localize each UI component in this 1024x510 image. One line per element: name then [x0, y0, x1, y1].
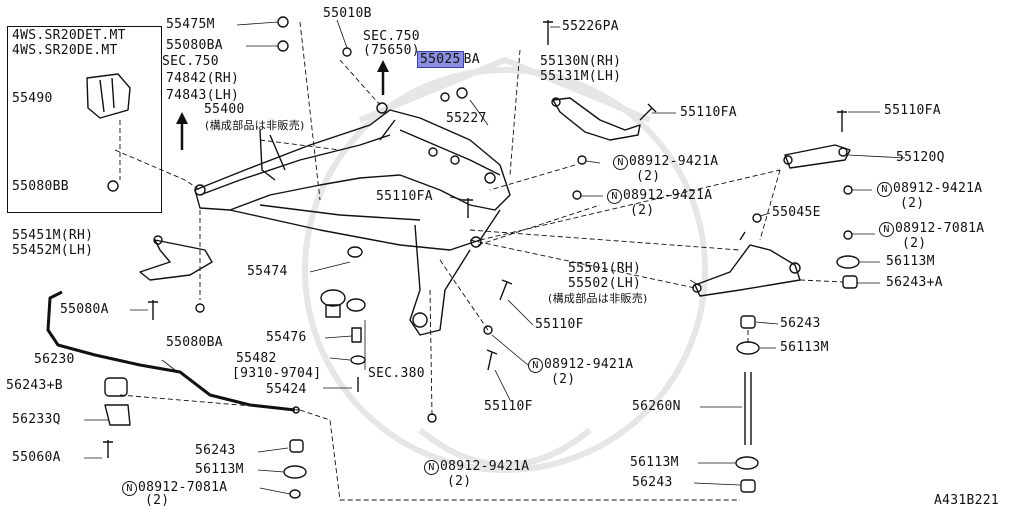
part-56113M-r2[interactable]: 56113M — [780, 340, 829, 355]
upper-link-55120Q — [783, 144, 851, 169]
part-56243-l[interactable]: 56243 — [195, 443, 236, 458]
diagram-reference-code: A431B221 — [934, 493, 1000, 508]
crossmember-55400 — [194, 109, 511, 336]
part-55227[interactable]: 55227 — [446, 111, 487, 126]
section-ref-750-a[interactable]: SEC.750 — [162, 54, 219, 69]
part-55424[interactable]: 55424 — [266, 382, 307, 397]
part-55120Q[interactable]: 55120Q — [896, 150, 945, 165]
part-55400[interactable]: 55400 — [204, 102, 245, 117]
nut-ref-2-qty: (2) — [900, 196, 925, 211]
upper-link-55130N — [551, 97, 641, 141]
part-55110F-b[interactable]: 55110F — [484, 399, 533, 414]
part-55400-note: (構成部品は非販売) — [205, 119, 305, 132]
section-ref-380[interactable]: SEC.380 — [368, 366, 425, 381]
section-ref-750-b-sub: (75650) — [363, 43, 420, 58]
inset-variant-2: 4WS.SR20DE.MT — [12, 43, 118, 58]
part-56113M-r1[interactable]: 56113M — [886, 254, 935, 269]
part-55482[interactable]: 55482 — [236, 351, 277, 366]
solid-leaders — [84, 19, 906, 495]
part-55110FA-center[interactable]: 55110FA — [376, 189, 433, 204]
mount-55474 — [320, 246, 366, 365]
part-55110FA-mid[interactable]: 55110FA — [680, 105, 737, 120]
part-56243-r[interactable]: 56243 — [780, 316, 821, 331]
bushing-56243B — [104, 377, 128, 397]
section-ref-750-a-lh: 74843(LH) — [166, 88, 240, 103]
part-55226PA[interactable]: 55226PA — [562, 19, 619, 34]
part-56243B[interactable]: 56243+B — [6, 378, 63, 393]
nut-ref-1-qty: (2) — [636, 169, 661, 184]
part-55080BA-bottom[interactable]: 55080BA — [166, 335, 223, 350]
highlighted-part-number: 55025 — [417, 51, 464, 68]
part-55452M[interactable]: 55452M(LH) — [12, 243, 94, 258]
part-55131M[interactable]: 55131M(LH) — [540, 69, 622, 84]
lower-arm-55501 — [692, 231, 801, 297]
part-55080BB[interactable]: 55080BB — [12, 179, 69, 194]
nut-ref-5-qty: (2) — [551, 372, 576, 387]
inset-variant-1: 4WS.SR20DET.MT — [12, 28, 126, 43]
nut-symbol-icon: N — [424, 460, 439, 475]
part-55501[interactable]: 55501(RH) — [568, 261, 642, 276]
nut-symbol-icon: N — [613, 155, 628, 170]
part-55490[interactable]: 55490 — [12, 91, 53, 106]
part-55475M[interactable]: 55475M — [166, 17, 215, 32]
nut-symbol-icon: N — [528, 358, 543, 373]
part-55045E[interactable]: 55045E — [772, 205, 821, 220]
part-55482-date-range: [9310-9704] — [232, 366, 322, 381]
part-56243A[interactable]: 56243+A — [886, 275, 943, 290]
part-55110F-a[interactable]: 55110F — [535, 317, 584, 332]
part-55502[interactable]: 55502(LH) — [568, 276, 642, 291]
part-55080BA-top[interactable]: 55080BA — [166, 38, 223, 53]
part-55451M[interactable]: 55451M(RH) — [12, 228, 94, 243]
nut-ref-3-qty: (2) — [630, 203, 655, 218]
nut-ref-7-qty: (2) — [145, 493, 170, 508]
leader-lines — [114, 21, 844, 501]
part-56233Q[interactable]: 56233Q — [12, 412, 61, 427]
part-56113M-l[interactable]: 56113M — [195, 462, 244, 477]
part-56243-r2[interactable]: 56243 — [632, 475, 673, 490]
part-56113M-r3[interactable]: 56113M — [630, 455, 679, 470]
part-55010B[interactable]: 55010B — [323, 6, 372, 21]
right-mount-stack — [283, 255, 860, 499]
part-55476[interactable]: 55476 — [266, 330, 307, 345]
clamp-56233Q — [104, 404, 131, 426]
stabilizer-bar-56230 — [46, 290, 296, 412]
part-55080A[interactable]: 55080A — [60, 302, 109, 317]
part-55474[interactable]: 55474 — [247, 264, 288, 279]
fasteners — [103, 16, 853, 458]
nut-symbol-icon: N — [877, 182, 892, 197]
direction-arrows — [180, 70, 385, 150]
nut-ref-4-qty: (2) — [902, 236, 927, 251]
watermark — [302, 56, 708, 473]
bushing-55490 — [86, 73, 131, 192]
nut-symbol-icon: N — [879, 222, 894, 237]
part-55060A[interactable]: 55060A — [12, 450, 61, 465]
part-56260N[interactable]: 56260N — [632, 399, 681, 414]
section-ref-750-b[interactable]: SEC.750 — [363, 29, 420, 44]
part-56230[interactable]: 56230 — [34, 352, 75, 367]
part-55502-note: (構成部品は非販売) — [548, 292, 648, 305]
inset-box — [7, 26, 162, 213]
nut-symbol-icon: N — [607, 189, 622, 204]
part-55130N[interactable]: 55130N(RH) — [540, 54, 622, 69]
section-ref-750-a-rh: 74842(RH) — [166, 71, 240, 86]
nut-ref-6-qty: (2) — [447, 474, 472, 489]
link-55451M — [139, 235, 213, 281]
nut-symbol-icon: N — [122, 481, 137, 496]
part-55110FA-right[interactable]: 55110FA — [884, 103, 941, 118]
